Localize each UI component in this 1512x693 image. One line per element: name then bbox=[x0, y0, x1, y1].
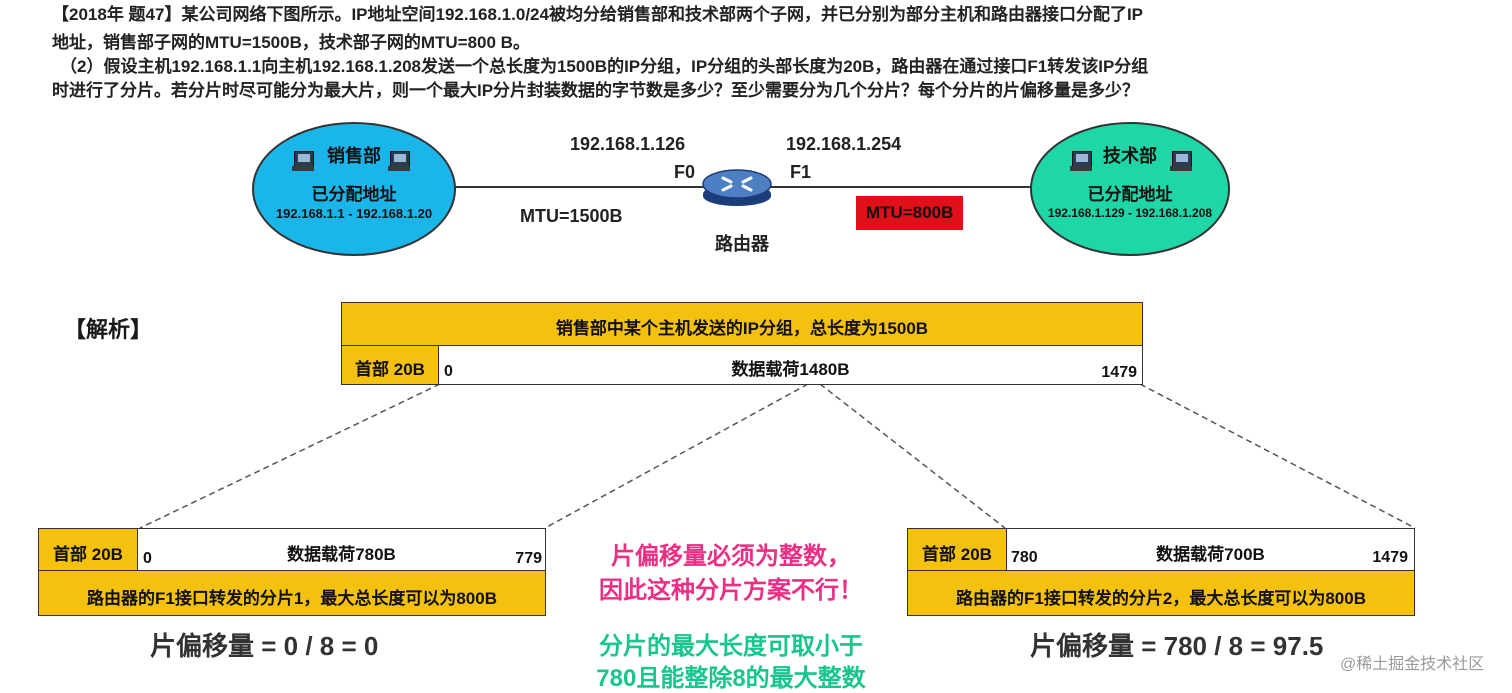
frag2-start: 780 bbox=[1011, 549, 1038, 566]
f1-ip: 192.168.1.254 bbox=[786, 134, 902, 154]
connector-line bbox=[544, 383, 809, 529]
packet-payload-label: 数据载荷1480B bbox=[731, 360, 850, 379]
sales-subnet: 销售部 已分配地址 192.168.1.1 - 192.168.1.20 bbox=[252, 122, 456, 256]
frag1-payload-label: 数据载荷780B bbox=[287, 545, 396, 564]
packet-head: 首部 20B bbox=[341, 345, 439, 385]
note-teal-1: 分片的最大长度可取小于 bbox=[599, 633, 863, 660]
frag1-caption: 路由器的F1接口转发的分片1，最大总长度可以为800B bbox=[87, 589, 497, 608]
tech-assigned: 已分配地址 bbox=[1087, 185, 1173, 204]
connector-line bbox=[139, 383, 441, 529]
frag1-start: 0 bbox=[143, 550, 152, 567]
frag2-caption-bar: 路由器的F1接口转发的分片2，最大总长度可以为800B bbox=[907, 570, 1415, 616]
frag2-caption: 路由器的F1接口转发的分片2，最大总长度可以为800B bbox=[956, 589, 1366, 608]
frag2-head: 首部 20B bbox=[907, 528, 1007, 571]
f0-label: F0 bbox=[674, 162, 696, 182]
packet-header-text: 销售部中某个主机发送的IP分组，总长度为1500B bbox=[555, 319, 929, 338]
question-line-3: （2）假设主机192.168.1.1向主机192.168.1.208发送一个总长… bbox=[60, 57, 1149, 76]
frag1-payload: 数据载荷780B 0 779 bbox=[137, 528, 546, 571]
note-pink-1: 片偏移量必须为整数， bbox=[611, 543, 851, 570]
frag1-caption-bar: 路由器的F1接口转发的分片1，最大总长度可以为800B bbox=[38, 570, 546, 616]
computer-icon-base bbox=[1170, 166, 1192, 171]
tech-subnet: 技术部 已分配地址 192.168.1.129 - 192.168.1.208 bbox=[1030, 122, 1230, 256]
packet-start: 0 bbox=[444, 363, 453, 380]
frag2-payload: 数据载荷700B 780 1479 bbox=[1006, 528, 1415, 571]
frag2-payload-label: 数据载荷700B bbox=[1156, 545, 1265, 564]
question-line-2: 地址，销售部子网的MTU=1500B，技术部子网的MTU=800 B。 bbox=[52, 33, 530, 52]
frag1-offset: 片偏移量 = 0 / 8 = 0 bbox=[150, 631, 379, 661]
f1-label: F1 bbox=[790, 162, 812, 182]
packet-end: 1479 bbox=[1101, 364, 1137, 381]
connector-line bbox=[1139, 383, 1416, 529]
watermark: @稀土掘金技术社区 bbox=[1340, 656, 1485, 673]
mtu-right: MTU=800B bbox=[856, 196, 964, 230]
router-icon: ROUTER bbox=[701, 166, 773, 214]
tech-name: 技术部 bbox=[1103, 146, 1157, 166]
packet-head-label: 首部 20B bbox=[355, 360, 425, 379]
frag2-end: 1479 bbox=[1372, 549, 1408, 566]
question-line-4: 时进行了分片。若分片时尽可能分为最大片，则一个最大IP分片封装数据的字节数是多少… bbox=[52, 81, 1140, 100]
link-sales-router bbox=[452, 186, 707, 188]
sales-name: 销售部 bbox=[327, 146, 381, 166]
router-badge: ROUTER bbox=[722, 207, 752, 214]
analysis-title: 【解析】 bbox=[64, 317, 153, 342]
note-teal-2: 780且能整除8的最大整数 bbox=[596, 665, 866, 692]
frag1-head: 首部 20B bbox=[38, 528, 138, 571]
computer-icon-base bbox=[388, 166, 410, 171]
tech-range: 192.168.1.129 - 192.168.1.208 bbox=[1047, 206, 1213, 220]
packet-payload: 数据载荷1480B 0 1479 bbox=[438, 345, 1143, 385]
computer-icon-base bbox=[1070, 166, 1092, 171]
mtu-left: MTU=1500B bbox=[520, 206, 623, 226]
router-label: 路由器 bbox=[715, 234, 769, 254]
frag1-head-label: 首部 20B bbox=[53, 545, 123, 564]
frag1-end: 779 bbox=[515, 550, 542, 567]
computer-icon-base bbox=[292, 166, 314, 171]
frag2-offset: 片偏移量 = 780 / 8 = 97.5 bbox=[1030, 631, 1324, 661]
sales-assigned: 已分配地址 bbox=[311, 185, 397, 204]
computer-icon bbox=[294, 151, 314, 167]
question-line-1: 【2018年 题47】某公司网络下图所示。IP地址空间192.168.1.0/2… bbox=[52, 5, 1144, 24]
note-pink-2: 因此这种分片方案不行！ bbox=[599, 577, 863, 604]
packet-header-bar: 销售部中某个主机发送的IP分组，总长度为1500B bbox=[341, 302, 1143, 346]
connector-line bbox=[819, 383, 1006, 529]
sales-range: 192.168.1.1 - 192.168.1.20 bbox=[275, 206, 433, 221]
f0-ip: 192.168.1.126 bbox=[570, 134, 686, 154]
link-router-tech bbox=[770, 186, 1032, 188]
frag2-head-label: 首部 20B bbox=[922, 545, 992, 564]
